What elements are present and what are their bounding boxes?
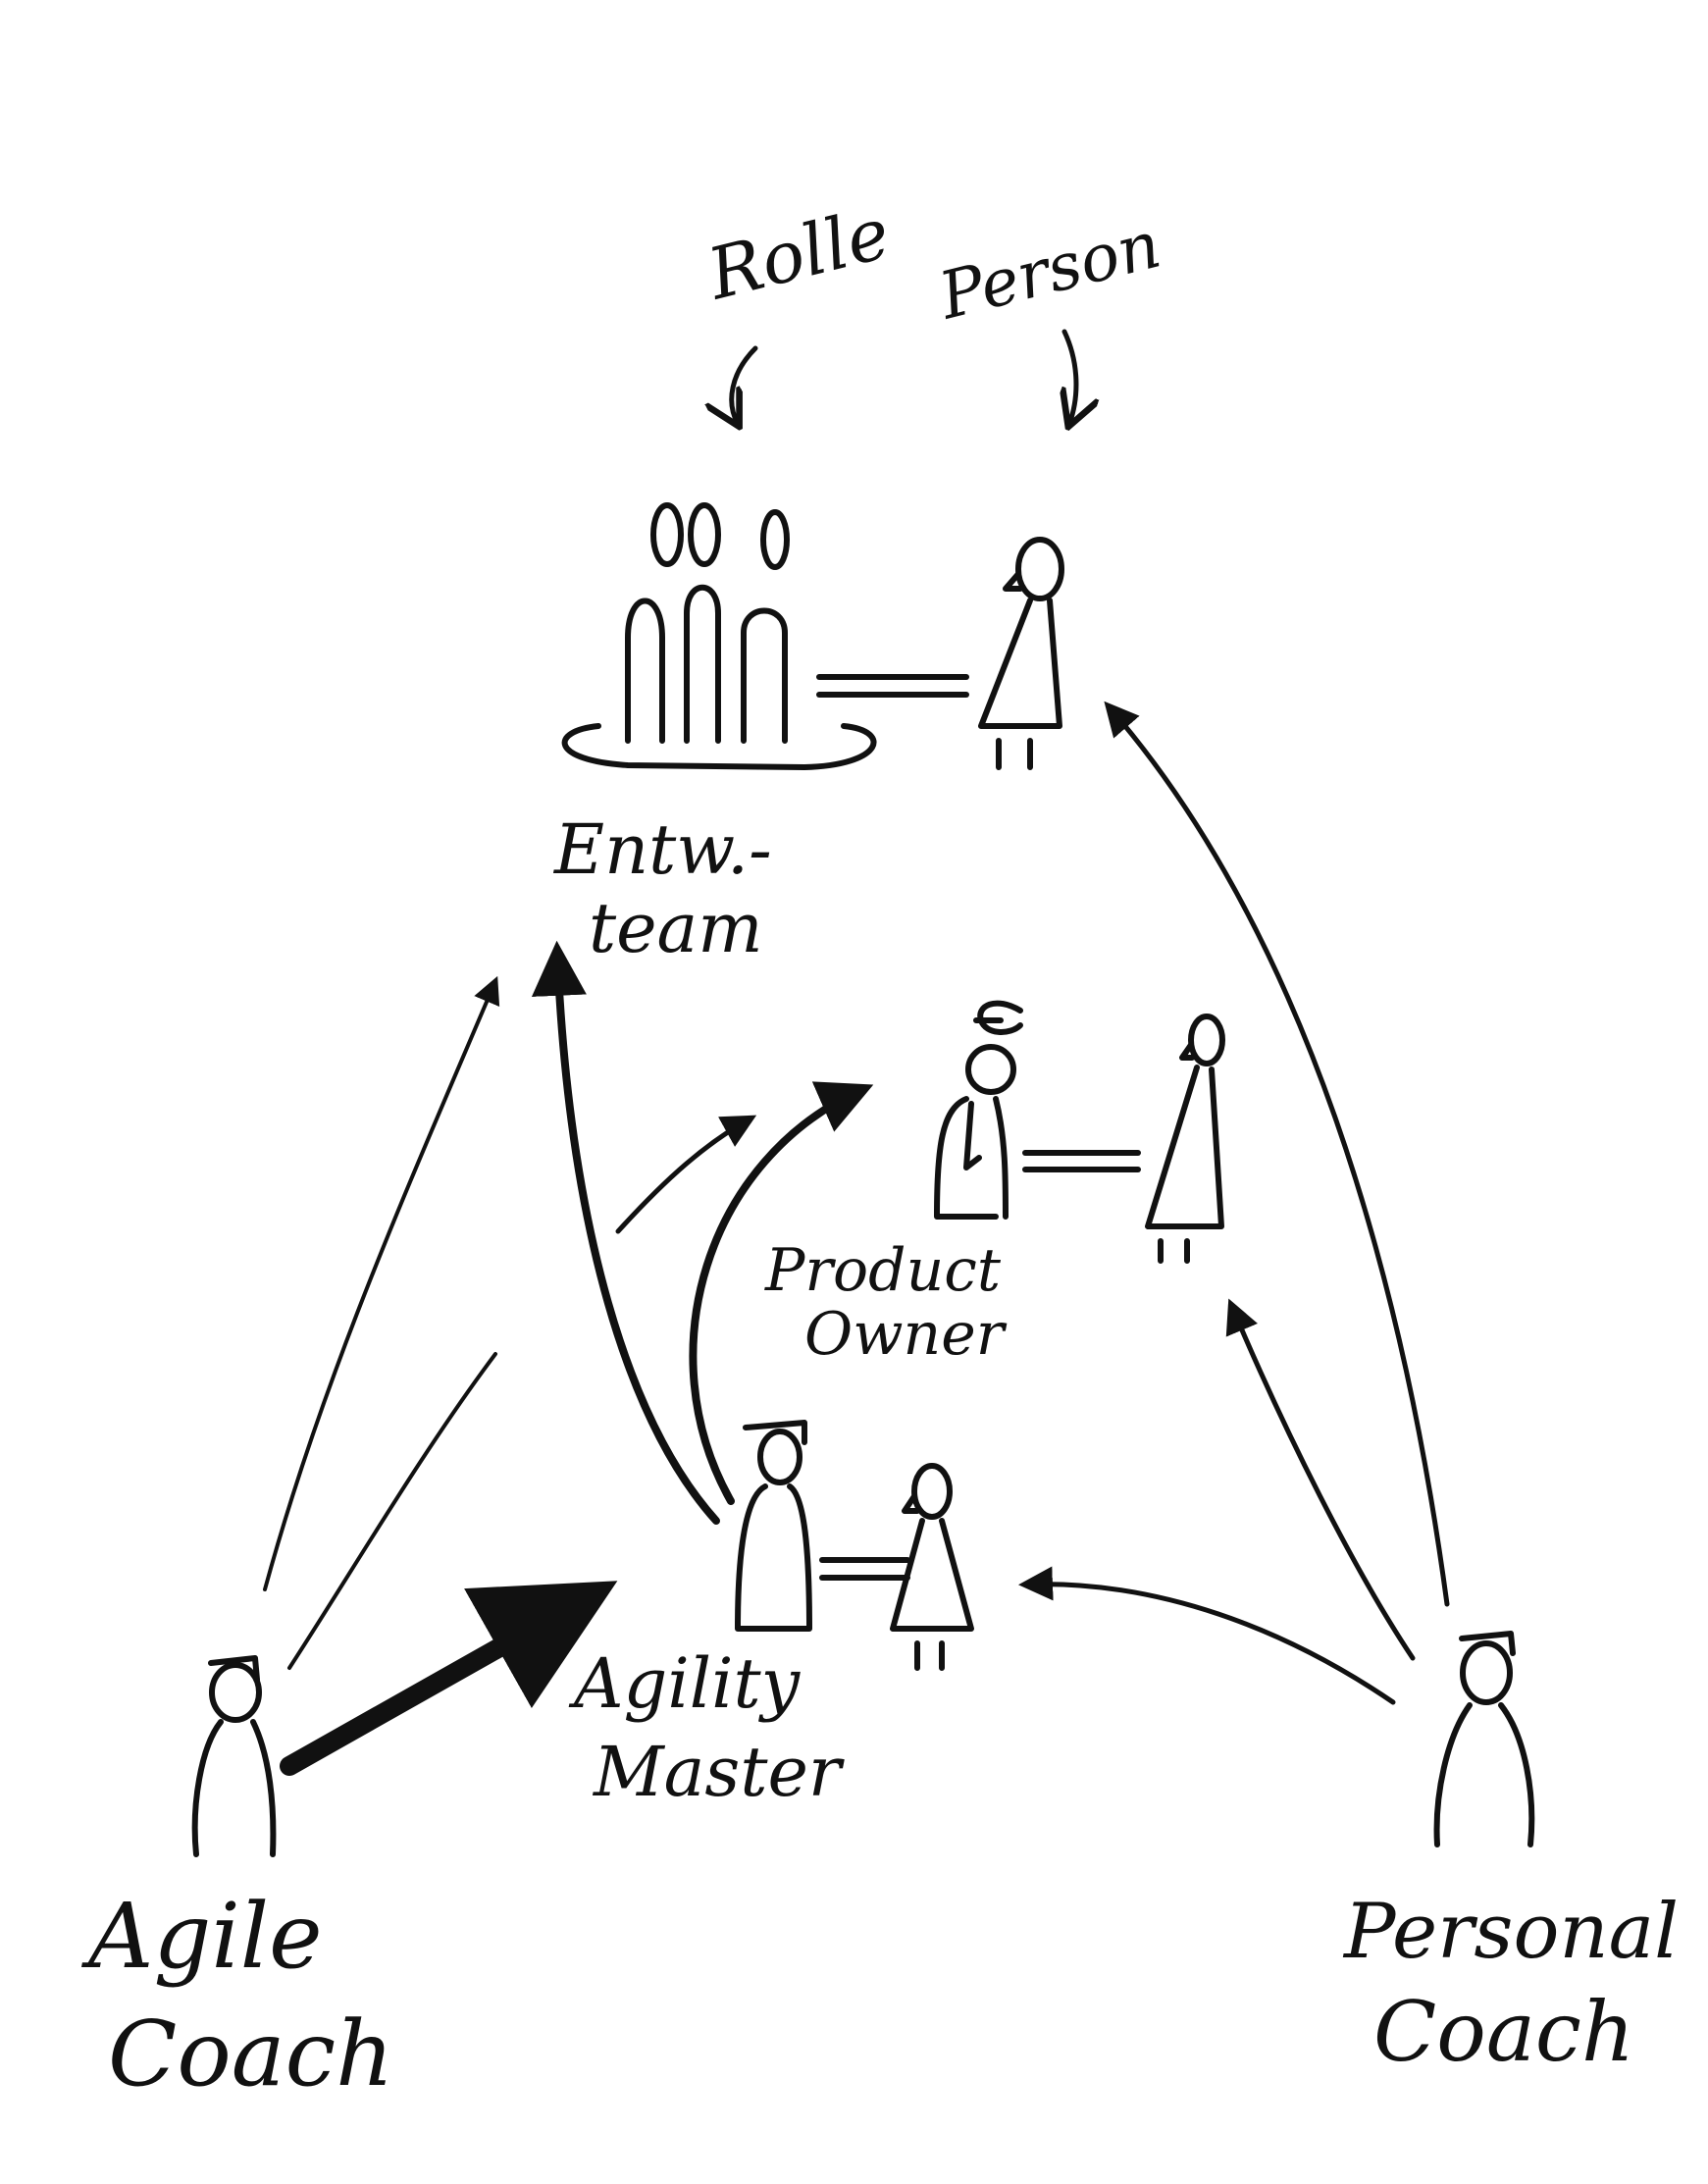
- product-owner-equals-link: [1022, 1150, 1141, 1172]
- agile-coach-label-2: Coach: [108, 2002, 393, 2106]
- personal-coach-label-1: Personal: [1342, 1888, 1679, 1976]
- rolle-label: Rolle: [699, 191, 898, 316]
- agility-master-label-2: Master: [592, 1732, 845, 1812]
- personal-coach-figure: [1433, 1631, 1535, 1847]
- agility-master-role-figure: [735, 1420, 812, 1632]
- personal-coach-label-2: Coach: [1373, 1984, 1634, 2080]
- entw-team-label-1: Entw.-: [552, 809, 772, 890]
- arrow-agile-coach-to-team: [263, 975, 500, 1591]
- arrow-to-product-owner-short: [615, 1115, 757, 1234]
- team-equals-link: [816, 674, 969, 698]
- product-owner-label-1: Product: [764, 1236, 1002, 1305]
- team-role-icon: [561, 502, 877, 770]
- product-owner-role-figure: [934, 1000, 1023, 1220]
- arrow-agility-master-to-team: [531, 940, 720, 1525]
- stroke-agile-coach-to-team-2: [287, 1352, 497, 1670]
- agile-coach-label-1: Agile: [80, 1884, 323, 1989]
- entw-team-label-2: team: [589, 888, 763, 968]
- rolle-arrow: [732, 345, 758, 424]
- arrow-personal-coach-to-team-person: [1104, 701, 1450, 1607]
- product-owner-label-2: Owner: [804, 1300, 1008, 1369]
- team-person-figure: [978, 537, 1064, 770]
- agile-coach-figure: [191, 1655, 277, 1857]
- arrow-agility-master-to-product-owner: [689, 1081, 874, 1505]
- agility-master-label-1: Agility: [568, 1643, 802, 1724]
- arrow-agile-coach-to-agility-master: [280, 1581, 618, 1776]
- agility-master-equals-link: [819, 1557, 910, 1581]
- agility-master-person-figure: [890, 1463, 974, 1671]
- person-arrow: [1064, 329, 1076, 424]
- arrow-personal-coach-to-po-person: [1225, 1298, 1416, 1661]
- product-owner-person-figure: [1145, 1014, 1225, 1264]
- arrow-personal-coach-to-am-person: [1018, 1566, 1396, 1705]
- person-label: Person: [931, 207, 1167, 335]
